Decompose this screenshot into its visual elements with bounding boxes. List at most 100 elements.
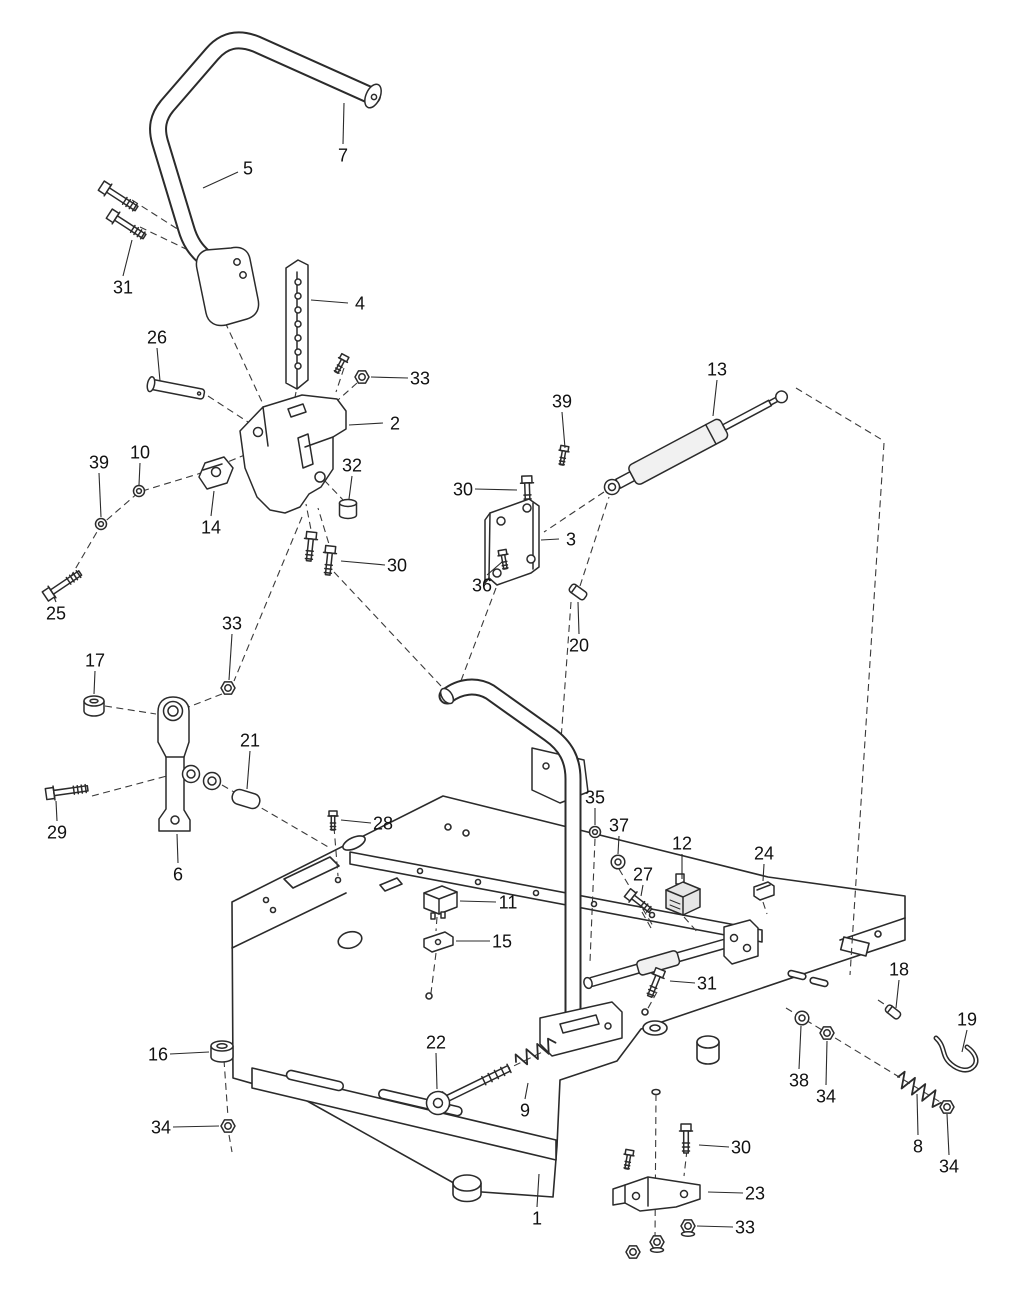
part-number-label: 14 (201, 517, 221, 537)
nut-bottom-2 (649, 1235, 665, 1253)
callout-leader (474, 488, 518, 491)
callout-leader (540, 538, 560, 541)
part-number-label: 31 (113, 277, 133, 297)
bolt-29 (44, 780, 90, 802)
callout-leader (310, 299, 349, 304)
pivot-bracket-6 (157, 696, 191, 832)
spacer-21 (231, 788, 261, 810)
part-number-label: 37 (609, 815, 629, 835)
clip-24 (753, 881, 775, 901)
callout-leader (202, 171, 239, 189)
cap-17 (83, 695, 105, 717)
part-number-label: 6 (173, 864, 183, 884)
callout-leader (435, 1052, 438, 1090)
callout-leader (798, 1025, 802, 1070)
part-number-label: 35 (585, 787, 605, 807)
part-number-label: 10 (130, 442, 150, 462)
callout-leader (640, 884, 644, 897)
callout-leader (895, 979, 900, 1009)
callout-leader (340, 819, 372, 824)
callout-leader (53, 596, 57, 603)
part-number-label: 22 (426, 1032, 446, 1052)
callout-leader (340, 560, 386, 566)
callout-leader (176, 833, 179, 864)
adjustment-plate-4 (285, 259, 309, 390)
washer-35 (588, 825, 602, 839)
bolt-23-left (620, 1148, 636, 1171)
tube-bottom-bracket (539, 1001, 623, 1057)
part-number-label: 9 (520, 1100, 530, 1120)
callout-leader (916, 1093, 919, 1136)
callout-leader (961, 1029, 968, 1053)
part-number-label: 33 (410, 368, 430, 388)
part-number-label: 19 (957, 1009, 977, 1029)
bracket-23 (612, 1176, 701, 1212)
callout-leader (210, 490, 215, 517)
callout-leader (524, 1082, 529, 1100)
lever-bracket-2 (239, 394, 347, 514)
bolt-31-upper-2 (104, 207, 150, 244)
part-number-label: 27 (633, 864, 653, 884)
part-number-label: 34 (939, 1156, 959, 1176)
callout-leader (246, 750, 251, 790)
bolt-22 (425, 1063, 512, 1116)
part-number-label: 26 (147, 327, 167, 347)
callout-leader (707, 1191, 744, 1194)
cap-16 (210, 1040, 234, 1063)
nut-33-mid (220, 681, 236, 695)
callout-leader (370, 376, 409, 379)
clamp-14 (198, 456, 234, 490)
part-number-label: 30 (731, 1137, 751, 1157)
plug-10 (132, 484, 146, 498)
callout-leader (486, 561, 503, 576)
callout-leader (169, 1051, 210, 1055)
bushing-21-a (181, 764, 201, 784)
bolt-25 (40, 566, 85, 604)
nut-bottom-1 (625, 1245, 641, 1259)
part-number-label: 3 (566, 529, 576, 549)
handle-mount-plate (195, 246, 260, 327)
callout-leader (669, 980, 696, 984)
callout-leader (138, 462, 141, 486)
frame-rail (349, 851, 763, 943)
spacer-20 (568, 583, 588, 601)
callout-leader (536, 1173, 540, 1208)
bolt-31-upper-1 (96, 179, 142, 216)
part-number-label: 31 (697, 973, 717, 993)
part-number-label: 24 (754, 843, 774, 863)
control-link-rod (583, 919, 759, 990)
part-number-label: 25 (46, 603, 66, 623)
callout-leader (122, 239, 133, 277)
callout-leader (93, 670, 96, 695)
switch-12 (665, 873, 701, 916)
nut-33-bottom (680, 1219, 696, 1237)
callout-leader (825, 1040, 828, 1086)
frame-bottom-flange (251, 1067, 557, 1161)
screw-33-top (331, 352, 351, 376)
bushing-32 (338, 498, 358, 520)
callout-leader (172, 1125, 220, 1128)
part-number-label: 1 (532, 1208, 542, 1228)
callout-leader (946, 1113, 950, 1156)
part-number-label: 2 (390, 413, 400, 433)
callout-leader (617, 835, 620, 855)
rod-19 (933, 1035, 979, 1073)
part-number-label: 8 (913, 1136, 923, 1156)
callout-leader (561, 411, 566, 449)
part-number-label: 4 (355, 293, 365, 313)
gas-damper-13 (603, 390, 789, 496)
frame-tube (438, 678, 582, 1031)
callout-leader (98, 472, 102, 518)
nut-34-b (939, 1100, 955, 1114)
switch-11 (423, 885, 458, 920)
handle-tube-7 (149, 31, 382, 266)
part-number-label: 17 (85, 650, 105, 670)
part-number-label: 39 (89, 452, 109, 472)
part-number-label: 20 (569, 635, 589, 655)
part-number-label: 28 (373, 813, 393, 833)
washer-39-left (94, 517, 108, 531)
part-number-label: 30 (453, 479, 473, 499)
part-number-label: 38 (789, 1070, 809, 1090)
